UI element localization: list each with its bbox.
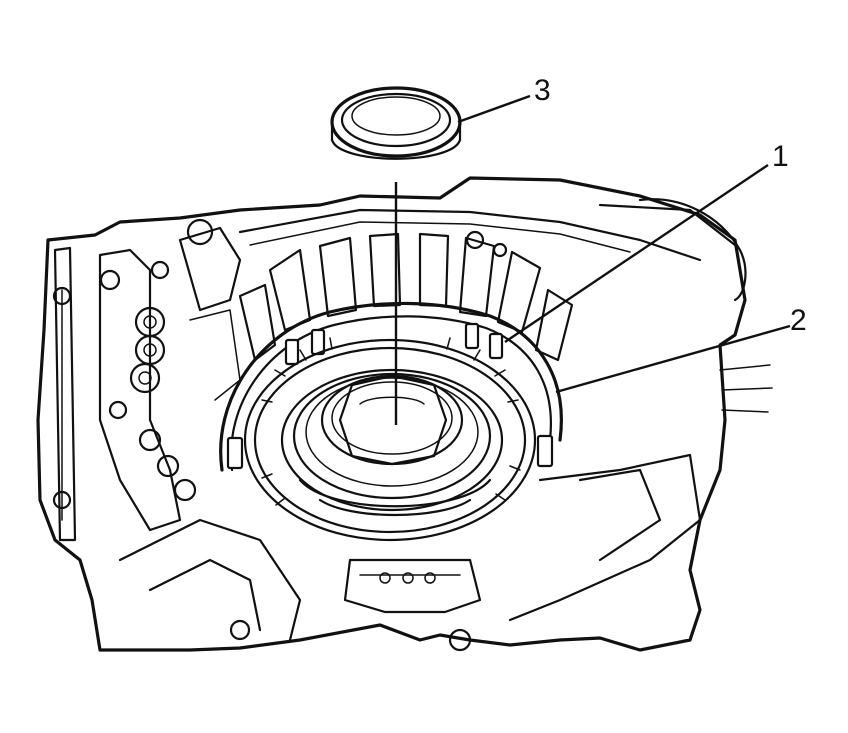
clutch-backing-plate: [243, 337, 537, 542]
seal-ring: [330, 86, 462, 160]
center-hub: [280, 368, 504, 517]
transmission-case: [36, 176, 773, 652]
valve-body-bolts: [52, 218, 242, 532]
snap-ring: [219, 301, 563, 472]
callout-label-1: 1: [772, 140, 789, 173]
callout-leader-2: [555, 324, 791, 394]
callout-label-3: 3: [534, 74, 551, 107]
callout-label-2: 2: [790, 304, 807, 337]
callout-leader-1: [504, 164, 769, 343]
callout-leader-3: [457, 94, 531, 124]
